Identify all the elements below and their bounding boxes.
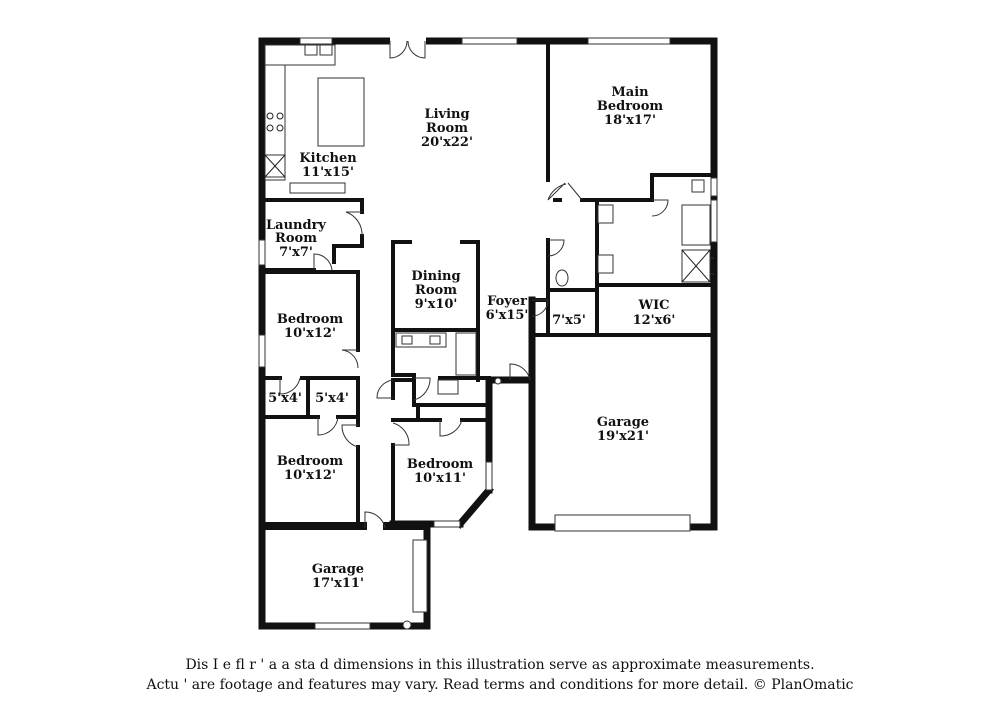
- svg-text:17'x11': 17'x11': [312, 576, 364, 591]
- svg-text:Garage: Garage: [312, 562, 364, 577]
- svg-text:Garage: Garage: [597, 415, 649, 430]
- svg-text:11'x15': 11'x15': [302, 165, 354, 180]
- bath-closet-label: 7'x5': [552, 313, 586, 328]
- svg-text:5'x4': 5'x4': [315, 391, 349, 406]
- living-room-label: Living Room 20'x22': [421, 107, 473, 150]
- svg-text:5'x4': 5'x4': [268, 391, 302, 406]
- room-labels: Living Room 20'x22' Main Bedroom 18'x17'…: [266, 85, 675, 591]
- svg-text:10'x11': 10'x11': [414, 471, 466, 486]
- svg-text:7'x7': 7'x7': [279, 245, 313, 260]
- svg-text:Room: Room: [426, 121, 468, 136]
- dining-room-label: Dining Room 9'x10': [411, 269, 460, 312]
- svg-text:10'x12': 10'x12': [284, 468, 336, 483]
- svg-text:12'x6': 12'x6': [633, 313, 676, 328]
- svg-text:Main: Main: [611, 85, 649, 100]
- bedroom-middle-label: Bedroom 10'x11': [407, 457, 474, 486]
- svg-text:Bedroom: Bedroom: [277, 454, 344, 469]
- garage-left-label: Garage 17'x11': [312, 562, 364, 591]
- bedroom-upper-label: Bedroom 10'x12': [277, 312, 344, 341]
- disclaimer: Dis I e fl r ' a a sta d dimensions in t…: [0, 655, 1000, 695]
- svg-text:6'x15': 6'x15': [486, 308, 529, 323]
- svg-text:Kitchen: Kitchen: [299, 151, 357, 166]
- fixtures: [264, 44, 711, 630]
- closet-right-label: 5'x4': [315, 391, 349, 406]
- svg-text:7'x5': 7'x5': [552, 313, 586, 328]
- bedroom-lower-label: Bedroom 10'x12': [277, 454, 344, 483]
- svg-text:Living: Living: [424, 107, 469, 122]
- svg-text:Dining: Dining: [411, 269, 460, 284]
- svg-text:Bedroom: Bedroom: [277, 312, 344, 327]
- svg-text:19'x21': 19'x21': [597, 429, 649, 444]
- svg-text:WIC: WIC: [637, 298, 669, 313]
- svg-text:20'x22': 20'x22': [421, 135, 473, 150]
- main-bedroom-label: Main Bedroom 18'x17': [597, 85, 664, 128]
- svg-text:9'x10': 9'x10': [415, 297, 458, 312]
- foyer-label: Foyer 6'x15': [486, 294, 529, 323]
- svg-text:Bedroom: Bedroom: [597, 99, 664, 114]
- svg-text:Foyer: Foyer: [487, 294, 527, 309]
- wic-label: WIC 12'x6': [633, 298, 676, 328]
- disclaimer-line-2: Actu ' are footage and features may vary…: [146, 677, 854, 693]
- disclaimer-line-1: Dis I e fl r ' a a sta d dimensions in t…: [185, 657, 815, 673]
- svg-text:Laundry: Laundry: [266, 218, 326, 233]
- svg-text:18'x17': 18'x17': [604, 113, 656, 128]
- laundry-room-label: Laundry Room 7'x7': [266, 218, 326, 260]
- doors: [279, 40, 715, 529]
- svg-text:Room: Room: [275, 231, 317, 246]
- garage-right-label: Garage 19'x21': [597, 415, 649, 444]
- windows: [258, 37, 718, 630]
- svg-text:Bedroom: Bedroom: [407, 457, 474, 472]
- svg-text:10'x12': 10'x12': [284, 326, 336, 341]
- svg-text:Room: Room: [415, 283, 457, 298]
- floor-plan: Living Room 20'x22' Main Bedroom 18'x17'…: [258, 37, 718, 630]
- kitchen-label: Kitchen 11'x15': [299, 151, 357, 180]
- closet-left-label: 5'x4': [268, 391, 302, 406]
